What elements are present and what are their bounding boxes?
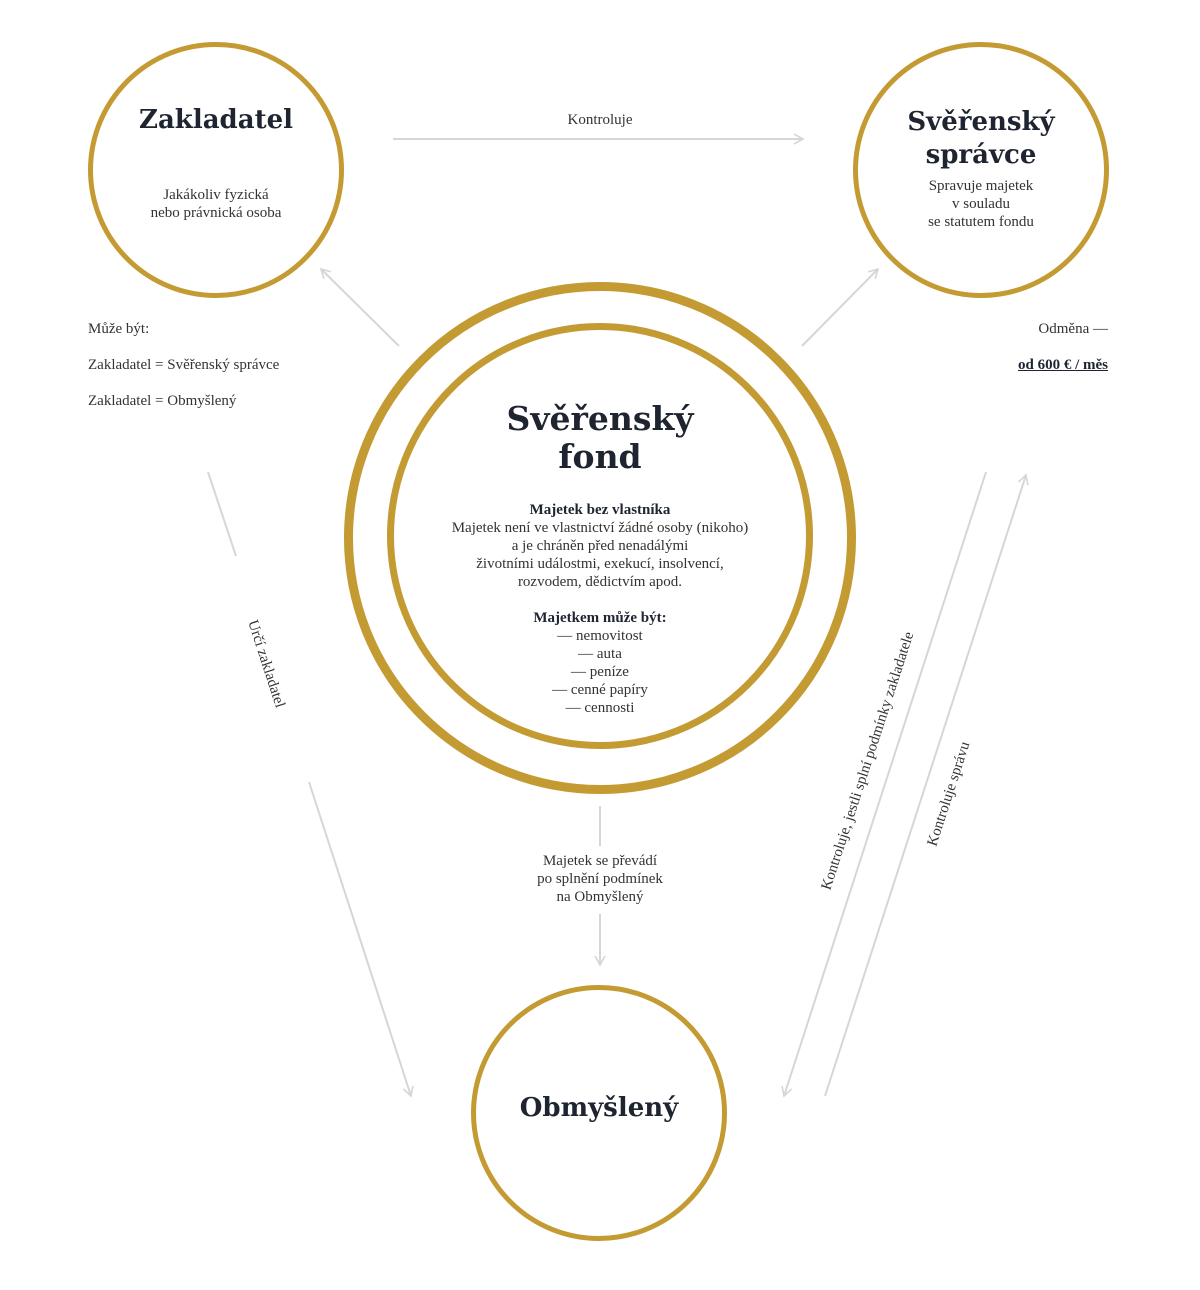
fund-asset-item: — nemovitost [557, 628, 643, 644]
arrow-fund-to-trustee [801, 267, 880, 347]
trustee-description: Spravuje majetek v souladu se statutem f… [928, 178, 1034, 230]
trustee-circle [853, 42, 1109, 298]
transfer-label: Majetek se převádí po splnění podmínek n… [537, 853, 663, 905]
founder-description: Jakákoliv fyzická nebo právnická osoba [150, 187, 282, 221]
fund-asset-item: — auta [578, 646, 622, 662]
fund-asset-item: — cennosti [565, 700, 635, 716]
reward-label: Odměna — [1038, 321, 1108, 337]
controls-label: Kontroluje [567, 112, 633, 128]
founder-circle [88, 42, 344, 298]
line-founder-down-upper [207, 471, 237, 557]
trustee-title: Svěřenský správce [907, 107, 1055, 170]
founder-note: Může být: Zakladatel = Svěřenský správce… [88, 321, 280, 409]
fund-block1-heading: Majetek bez vlastníka [529, 502, 671, 518]
fund-asset-item: — cenné papíry [552, 682, 648, 698]
fund-description: Majetek bez vlastníka Majetek není ve vl… [400, 501, 800, 717]
reward-value: od 600 € / měs [1018, 357, 1108, 373]
fund-asset-item: — peníze [571, 664, 629, 680]
arrow-trustee-to-beneficiary [781, 471, 987, 1098]
arrow-beneficiary-to-trustee [824, 473, 1029, 1097]
fund-outer-circle [344, 282, 856, 794]
founder-title: Zakladatel [138, 105, 294, 135]
arrow-fund-to-founder [319, 267, 400, 347]
fund-inner-circle [387, 323, 813, 749]
beneficiary-title: Obmyšlený [519, 1093, 679, 1123]
arrow-founder-to-beneficiary [308, 781, 414, 1098]
fund-block2-heading: Majetkem může být: [533, 610, 667, 626]
beneficiary-circle [471, 985, 727, 1241]
fund-title: Svěřenský fond [506, 399, 694, 476]
